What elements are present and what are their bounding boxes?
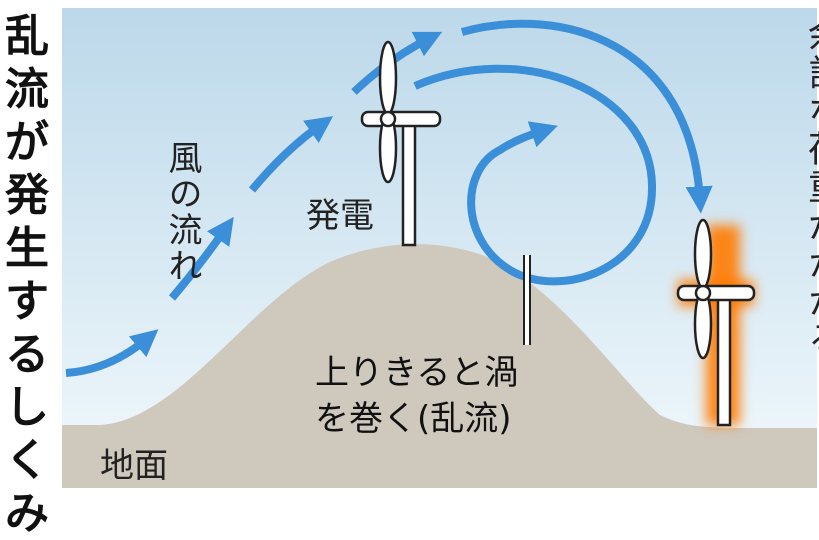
turbine-tower [401,118,417,247]
power-generation-label: 発電 [306,196,374,236]
ground-label: 地面 [100,446,168,486]
turbine-hub [694,284,712,302]
turbine-blade-top [693,218,713,290]
turbine-nacelle [676,284,756,302]
diagram-title: 乱流が発生するしくみ [5,11,49,539]
wind-flow-label: 風の流れ [162,140,202,284]
wind-arrow-3 [248,116,334,193]
wind-arrow-to-turbine [460,19,713,214]
extra-load-label: 余計な荷重がかかる [802,16,819,358]
turbulence-label-line-1: 上りきると渦 [315,353,519,393]
turbine-hub [379,110,397,128]
wind-flow-arrows [65,31,443,377]
wind-arrow-1 [65,329,159,377]
turbine-extra-load [676,218,756,427]
turbine-blade-top [378,40,398,116]
turbine-tower [716,288,732,427]
turbulence-label-line-2: を巻く(乱流) [315,399,512,439]
diagram-canvas: 乱流が発生するしくみ 風の流れ 発電 上りきると渦 を巻く(乱流) 余計な荷重が… [5,8,819,539]
hill-ground [62,244,817,488]
diagram-graphic [62,8,817,488]
turbulence-spiral-arrow [413,64,657,286]
wind-arrow-2 [168,216,234,301]
turbine-power-generation [360,40,442,247]
turbine-nacelle [360,110,442,128]
